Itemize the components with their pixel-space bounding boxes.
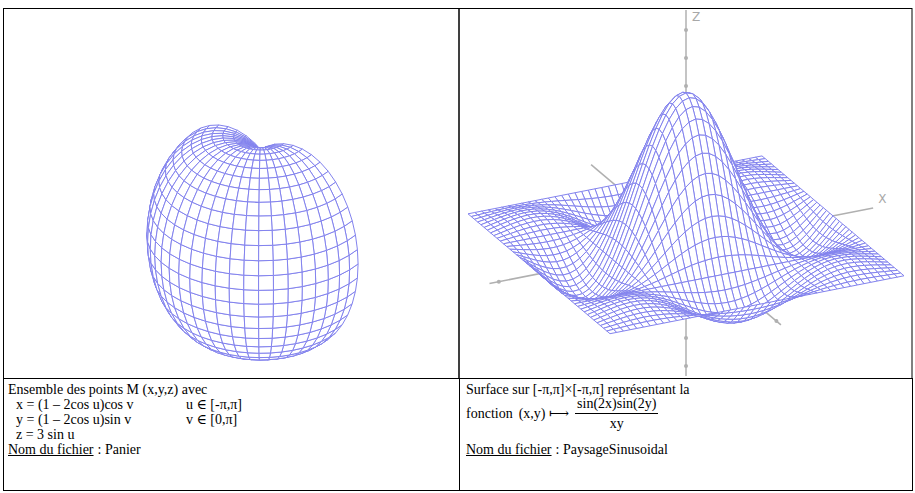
mesh-face: [286, 242, 301, 259]
mesh-face: [259, 245, 273, 260]
mesh-face: [233, 214, 247, 230]
axis-tick: [684, 336, 688, 340]
mesh-face: [273, 274, 288, 290]
mesh-face: [260, 160, 268, 168]
mesh-face: [244, 245, 258, 261]
mesh-face: [236, 188, 248, 202]
axis-line: [489, 208, 873, 284]
mesh-face: [246, 338, 259, 347]
mesh-face: [259, 328, 273, 338]
mesh-face: [246, 216, 259, 231]
mesh-face: [273, 289, 288, 304]
mesh-face: [247, 202, 260, 216]
mesh-face: [259, 338, 272, 347]
axis-tick: [497, 280, 501, 284]
mesh-face: [253, 154, 260, 160]
mesh-face: [259, 178, 269, 190]
mesh-face: [285, 227, 300, 244]
mesh-face: [244, 275, 259, 290]
mesh-face: [270, 189, 282, 203]
mesh-face: [245, 230, 259, 246]
mesh-face: [259, 230, 273, 245]
mesh-face: [273, 315, 288, 328]
mesh-face: [259, 216, 272, 231]
basket-surface: [147, 125, 358, 360]
mesh-face: [218, 227, 233, 244]
mesh-face: [259, 189, 270, 202]
mesh-face: [244, 304, 259, 317]
mesh-face: [244, 316, 258, 328]
axis-tick: [684, 84, 688, 88]
mesh-face: [259, 347, 271, 354]
mesh-face: [229, 302, 244, 316]
axis-tick: [684, 28, 688, 32]
table-cell-border: [459, 9, 912, 379]
mesh-face: [259, 202, 271, 216]
mesh-face: [272, 229, 286, 245]
sinusoidal-surface: [468, 92, 904, 333]
mesh-face: [215, 271, 229, 288]
mesh-face: [288, 287, 302, 303]
axis-line: [591, 165, 781, 325]
mesh-face: [247, 346, 260, 353]
mesh-face: [229, 259, 244, 275]
mesh-face: [248, 189, 260, 202]
mesh-face: [230, 315, 245, 328]
mesh-face: [284, 213, 298, 229]
mesh-face: [245, 328, 259, 339]
mesh-face: [220, 212, 234, 228]
mesh-face: [239, 177, 250, 189]
mesh-face: [249, 178, 259, 190]
mesh-face: [259, 317, 273, 329]
mesh-face: [288, 272, 302, 289]
mesh-face: [250, 168, 259, 178]
mesh-face: [260, 150, 265, 154]
mesh-face: [244, 260, 259, 276]
mesh-face: [230, 244, 245, 261]
mesh-face: [216, 241, 231, 258]
mesh-face: [267, 168, 277, 178]
axis-tick: [684, 364, 688, 368]
mesh-face: [259, 168, 268, 178]
mesh-face: [231, 229, 245, 245]
mesh-face: [273, 303, 288, 317]
mesh-face: [287, 257, 302, 274]
mesh-face: [270, 201, 283, 216]
mesh-face: [260, 154, 266, 160]
mesh-face: [268, 177, 279, 189]
mesh-face: [259, 275, 274, 290]
mesh-face: [244, 290, 259, 304]
mesh-face: [271, 215, 285, 231]
mesh-face: [259, 304, 274, 317]
mesh-face: [229, 288, 244, 303]
axis-tick: [684, 56, 688, 60]
table-cell-border: [4, 9, 460, 379]
axis-tick: [774, 319, 778, 323]
mesh-face: [216, 256, 231, 273]
mesh-face: [259, 290, 274, 304]
mesh-face: [273, 244, 288, 260]
mesh-face: [229, 274, 244, 290]
mesh-face: [252, 160, 260, 168]
mesh-face: [272, 327, 286, 338]
axes: [489, 10, 873, 376]
mesh-face: [259, 260, 274, 275]
mesh-face: [234, 201, 247, 216]
mesh-face: [273, 259, 288, 275]
mesh-face: [282, 199, 296, 214]
